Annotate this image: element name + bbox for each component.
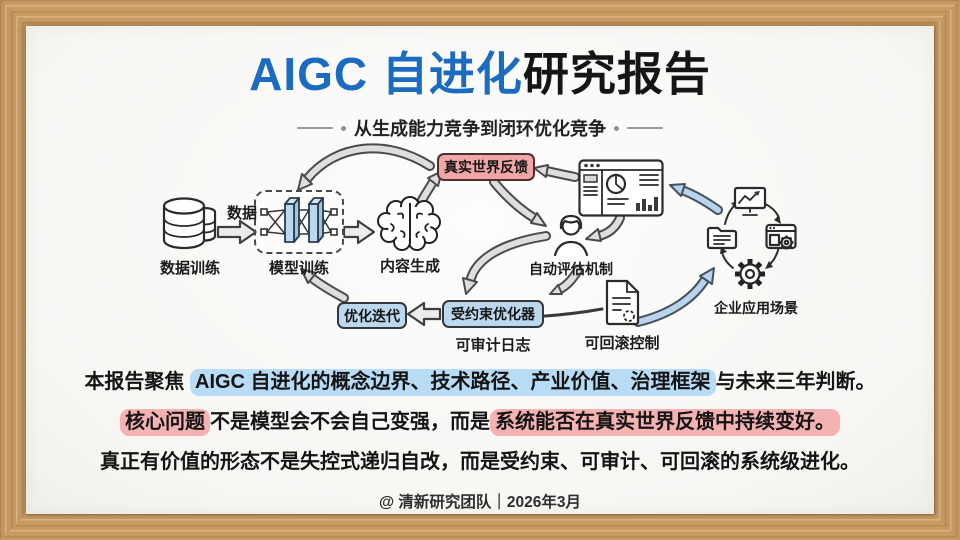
wood-frame-right xyxy=(934,0,960,540)
model-training-label: 模型训练 xyxy=(268,260,329,277)
database-icon xyxy=(162,197,217,250)
gear-icon xyxy=(735,259,765,289)
content-generation-label: 内容生成 xyxy=(379,258,440,275)
node-model-training: 模型训练 xyxy=(254,190,344,278)
node-enterprise-scenarios: 企业应用场景 xyxy=(706,186,826,318)
poster-board: AIGC 自进化研究报告 从生成能力竞争到闭环优化竞争 xyxy=(26,26,934,514)
wood-frame-top xyxy=(0,0,960,26)
data-arrow-label: 数据 xyxy=(226,205,257,222)
node-auto-evaluation: 自动评估机制 xyxy=(521,212,621,279)
person-icon xyxy=(553,214,589,256)
brain-icon xyxy=(377,196,441,251)
monitor-chart-icon xyxy=(733,186,767,216)
summary-block: 本报告聚焦 AIGC 自进化的概念边界、技术路径、产业价值、治理框架与未来三年判… xyxy=(26,362,934,482)
subtitle-decoration-dot xyxy=(614,125,619,131)
page-title: AIGC 自进化研究报告 xyxy=(26,42,934,106)
summary-line-2-highlight-2: 系统能否在真实世界反馈中持续变好。 xyxy=(490,409,840,436)
node-rollback-control: 可回滚控制 xyxy=(585,278,660,353)
dashboard-icon xyxy=(578,159,664,217)
subtitle-decoration-line xyxy=(627,127,663,129)
wood-frame-bottom xyxy=(0,514,960,540)
subtitle-decoration-line xyxy=(297,127,333,129)
footer-credit: @ 清新研究团队｜2026年3月 xyxy=(378,494,582,511)
browser-gear-icon xyxy=(765,223,797,250)
summary-line-2-middle: 不是模型会不会自己变强，而是 xyxy=(210,411,490,433)
summary-line-2: 核心问题不是模型会不会自己变强，而是系统能否在真实世界反馈中持续变好。 xyxy=(26,402,934,442)
summary-line-1-highlight: AIGC 自进化的概念边界、技术路径、产业价值、治理框架 xyxy=(190,369,716,396)
subtitle-text: 从生成能力竞争到闭环优化竞争 xyxy=(354,119,606,139)
data-training-label: 数据训练 xyxy=(159,260,220,277)
subtitle-decoration-dot xyxy=(341,125,346,131)
summary-line-1-suffix: 与未来三年判断。 xyxy=(715,371,876,393)
node-dashboard xyxy=(578,159,664,217)
summary-line-1: 本报告聚焦 AIGC 自进化的概念边界、技术路径、产业价值、治理框架与未来三年判… xyxy=(26,362,934,402)
auto-evaluation-label: 自动评估机制 xyxy=(529,261,613,277)
constrained-optimizer-box: 受约束优化器 xyxy=(442,300,544,328)
document-icon xyxy=(605,279,640,326)
auditable-log-label: 可审计日志 xyxy=(455,337,531,354)
model-training-dashed-box xyxy=(254,190,344,254)
title-accent: AIGC 自进化 xyxy=(249,48,523,100)
subtitle: 从生成能力竞争到闭环优化竞争 xyxy=(26,116,934,140)
node-data-training: 数据训练 xyxy=(152,194,228,278)
wood-frame-left xyxy=(0,0,26,540)
real-world-feedback-box: 真实世界反馈 xyxy=(437,153,535,181)
node-content-generation: 内容生成 xyxy=(374,196,446,276)
summary-line-2-highlight-1: 核心问题 xyxy=(120,409,210,436)
title-rest: 研究报告 xyxy=(522,48,711,100)
optimize-iteration-box: 优化迭代 xyxy=(337,302,407,329)
summary-line-1-prefix: 本报告聚焦 xyxy=(84,371,190,393)
folder-icon xyxy=(706,226,738,250)
summary-line-3: 真正有价值的形态不是失控式递归自改，而是受约束、可审计、可回滚的系统级进化。 xyxy=(100,451,860,473)
neural-network-icon xyxy=(260,197,338,243)
rollback-control-label: 可回滚控制 xyxy=(584,335,660,352)
enterprise-scenarios-label: 企业应用场景 xyxy=(714,300,798,316)
